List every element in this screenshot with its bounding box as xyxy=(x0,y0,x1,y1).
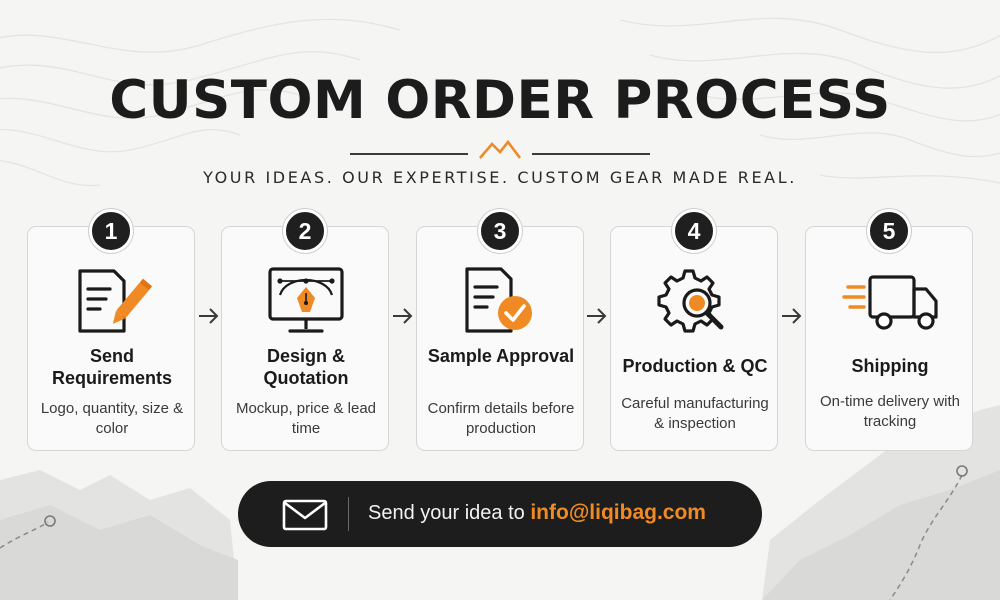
step-number-badge: 2 xyxy=(283,209,327,253)
step-card-design-quotation: Design & Quotation Mockup, price & lead … xyxy=(221,226,389,451)
step-number-badge: 4 xyxy=(672,209,716,253)
step-title: Send Requirements xyxy=(51,346,173,388)
mountain-icon xyxy=(479,139,522,159)
cta-separator xyxy=(348,497,349,531)
arrow-right-icon xyxy=(587,308,607,324)
step-description: On-time delivery with tracking xyxy=(819,393,961,430)
step-number-badge: 3 xyxy=(478,209,522,253)
step-description: Careful manufacturing & inspection xyxy=(621,395,769,432)
step-card-shipping: Shipping On-time delivery with tracking xyxy=(805,226,973,451)
arrow-right-icon xyxy=(199,308,219,324)
step-card-production-qc: Production & QC Careful manufacturing & … xyxy=(610,226,778,451)
monitor-pen-tool-icon xyxy=(268,267,344,333)
document-check-icon xyxy=(465,267,532,333)
delivery-truck-icon xyxy=(842,275,938,330)
step-number-badge: 1 xyxy=(89,209,133,253)
arrow-right-icon xyxy=(393,308,413,324)
step-description: Mockup, price & lead time xyxy=(235,400,377,437)
step-title: Production & QC xyxy=(622,356,768,376)
gear-magnifier-icon xyxy=(657,269,724,333)
step-description: Confirm details before production xyxy=(427,400,575,437)
step-title: Sample Approval xyxy=(427,346,575,366)
title-divider xyxy=(350,139,650,159)
page-title: CUSTOM ORDER PROCESS xyxy=(109,70,891,131)
step-title: Design & Quotation xyxy=(263,346,349,388)
step-number-badge: 5 xyxy=(867,209,911,253)
step-title: Shipping xyxy=(851,356,929,376)
step-card-sample-approval: Sample Approval Confirm details before p… xyxy=(416,226,584,451)
cta-message: Send your idea to info@liqibag.com xyxy=(368,501,706,525)
contact-cta-bar[interactable]: Send your idea to info@liqibag.com xyxy=(238,481,762,547)
arrow-right-icon xyxy=(782,308,802,324)
document-pencil-icon xyxy=(78,269,152,333)
contact-email-link[interactable]: info@liqibag.com xyxy=(530,501,706,524)
step-description: Logo, quantity, size & color xyxy=(40,400,184,437)
step-card-send-requirements: Send Requirements Logo, quantity, size &… xyxy=(27,226,195,451)
cta-label: Send your idea to xyxy=(368,502,525,524)
page-subtitle: YOUR IDEAS. OUR EXPERTISE. CUSTOM GEAR M… xyxy=(203,168,797,187)
envelope-icon xyxy=(282,499,328,531)
